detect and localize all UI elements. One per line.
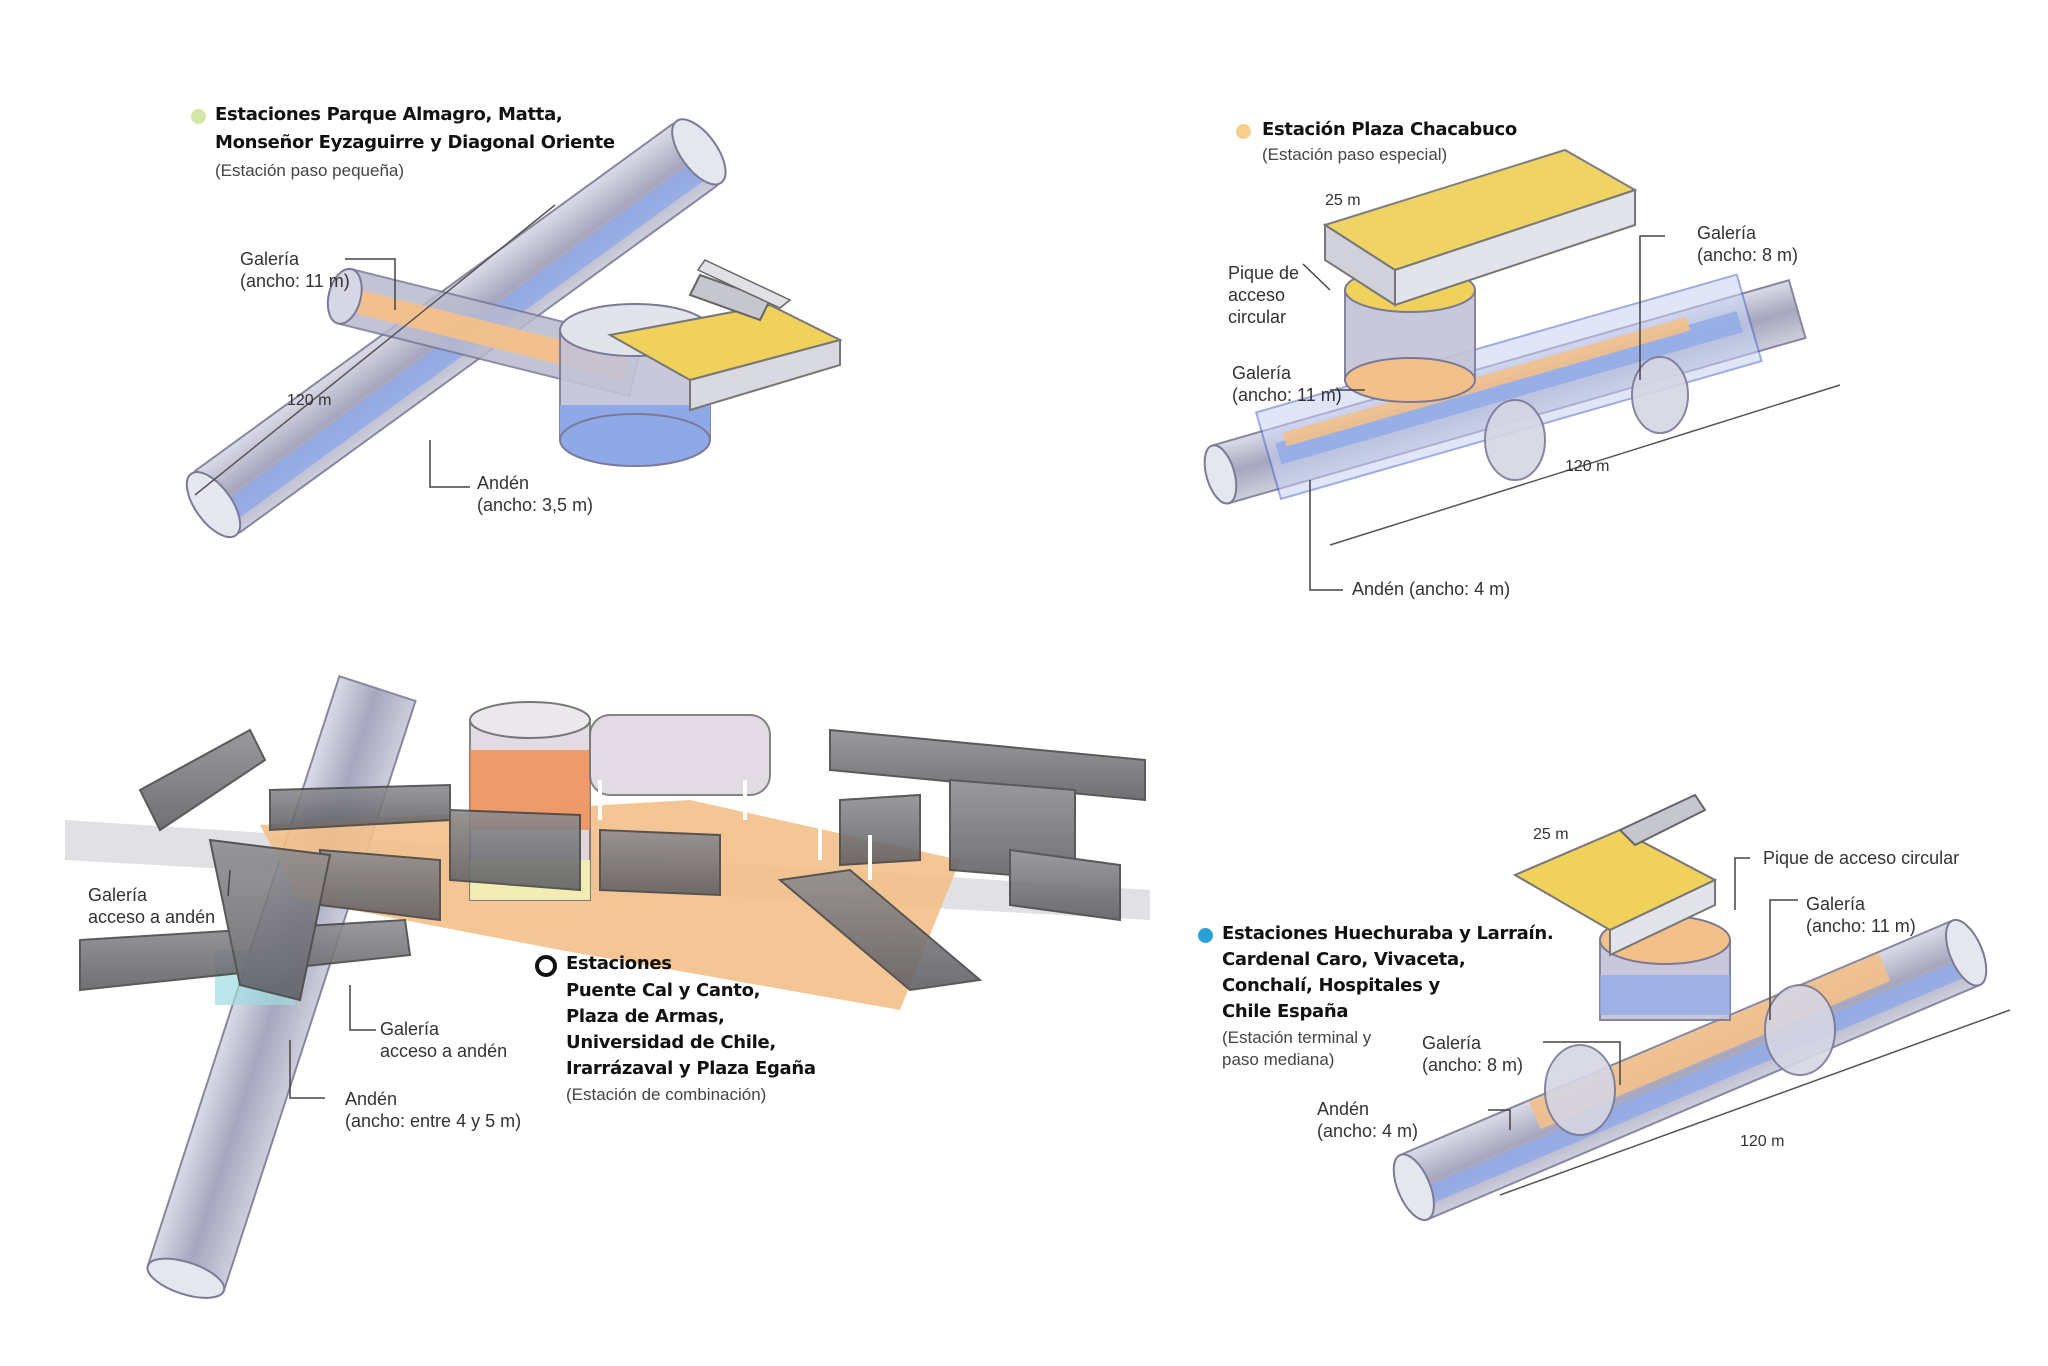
special-station-diagram <box>1203 148 1841 546</box>
special-station-title: Estación Plaza Chacabuco <box>1262 119 1517 140</box>
terminal-station-platform-label: Andén(ancho: 4 m) <box>1317 1099 1419 1141</box>
terminal-station-gallery8-label: Galería(ancho: 8 m) <box>1422 1033 1524 1075</box>
terminal-station-width: 25 m <box>1533 826 1569 843</box>
concourse-box <box>607 259 843 412</box>
terminal-title-1: Estaciones Huechuraba y Larraín. <box>1222 923 1554 944</box>
gallery-strip <box>1282 317 1691 447</box>
small-station-gallery-label: Galería(ancho: 11 m) <box>240 249 350 291</box>
length-measure-line <box>1329 384 1841 546</box>
concourse-box <box>1512 793 1718 957</box>
special-station-gallery8-label: Galería(ancho: 8 m) <box>1697 223 1799 265</box>
terminal-title-3: Conchalí, Hospitales y <box>1222 975 1440 996</box>
combination-title-2: Puente Cal y Canto, <box>566 980 761 1001</box>
combination-title-3: Plaza de Armas, <box>566 1006 725 1027</box>
combination-platform-label: Andén(ancho: entre 4 y 5 m) <box>345 1089 522 1131</box>
special-station-length: 120 m <box>1565 458 1610 475</box>
terminal-station-length: 120 m <box>1740 1133 1785 1150</box>
small-station-title-line2: Monseñor Eyzaguirre y Diagonal Oriente <box>215 132 615 153</box>
combination-title-1: Estaciones <box>566 953 672 974</box>
concourse-box <box>1322 148 1638 307</box>
small-station-legend-dot <box>191 109 206 124</box>
terminal-station-shaft-label: Pique de acceso circular <box>1763 848 1960 868</box>
special-station-legend-dot <box>1236 124 1251 139</box>
special-station-width: 25 m <box>1325 192 1361 209</box>
leader-lines <box>227 235 1798 1130</box>
combination-legend-ring <box>535 955 557 977</box>
terminal-title-4: Chile España <box>1222 1001 1349 1022</box>
length-measure-line <box>194 204 556 496</box>
special-station-gallery11-label: Galería(ancho: 11 m) <box>1232 363 1342 405</box>
small-station-title-line1: Estaciones Parque Almagro, Matta, <box>215 104 563 125</box>
combination-station-diagram <box>65 674 1150 1299</box>
small-station-diagram <box>185 118 843 539</box>
combination-title-5: Irarrázaval y Plaza Egaña <box>566 1058 816 1079</box>
structure-blocks <box>79 728 1146 1002</box>
terminal-station-gallery11-label: Galería(ancho: 11 m) <box>1806 894 1916 936</box>
terminal-station-diagram <box>1392 793 2011 1222</box>
length-measure-line <box>1499 1009 2011 1196</box>
combination-subtitle: (Estación de combinación) <box>566 1085 767 1104</box>
special-station-platform-label: Andén (ancho: 4 m) <box>1352 579 1511 599</box>
combination-title-4: Universidad de Chile, <box>566 1032 776 1053</box>
small-station-length: 120 m <box>287 392 332 409</box>
small-station-platform-label: Andén(ancho: 3,5 m) <box>477 473 594 515</box>
small-station-subtitle: (Estación paso pequeña) <box>215 161 405 180</box>
terminal-station-legend-dot <box>1198 928 1213 943</box>
terminal-title-2: Cardenal Caro, Vivaceta, <box>1222 949 1466 970</box>
special-station-subtitle: (Estación paso especial) <box>1262 145 1448 164</box>
